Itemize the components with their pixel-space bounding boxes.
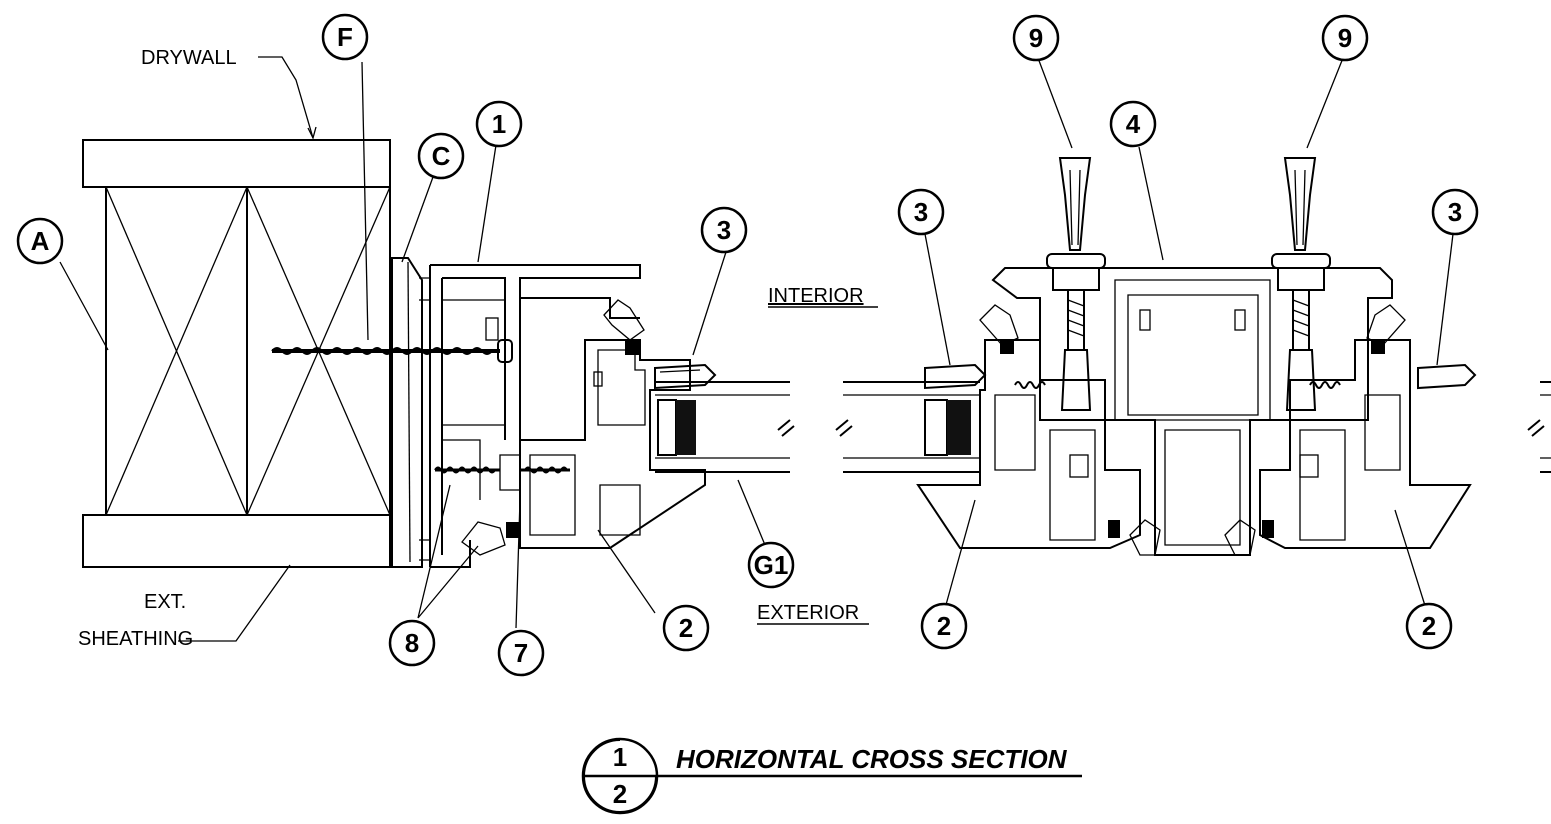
callout-2-mid: 2: [920, 602, 968, 650]
callout-1: 1: [475, 100, 523, 148]
svg-text:F: F: [337, 22, 353, 52]
left-fasteners: [434, 454, 570, 491]
label-interior: INTERIOR: [768, 285, 864, 307]
callout-9-right: 9: [1321, 14, 1369, 62]
callout-C: C: [417, 132, 465, 180]
svg-text:4: 4: [1126, 109, 1141, 139]
detail-number: 1: [613, 742, 627, 772]
callout-F: F: [321, 13, 369, 61]
drywall: [82, 139, 391, 188]
svg-text:7: 7: [514, 638, 528, 668]
section-title: HORIZONTAL CROSS SECTION: [676, 744, 1068, 774]
callout-2-left: 2: [662, 604, 710, 652]
callout-9-left: 9: [1012, 14, 1060, 62]
label-ext: EXT.: [144, 591, 186, 613]
svg-text:2: 2: [937, 611, 951, 641]
leader-lines: [59, 56, 1454, 642]
callout-4: 4: [1109, 100, 1157, 148]
left-glass-stop: [654, 363, 717, 390]
label-sheathing: SHEATHING: [78, 628, 193, 650]
callout-3-mid: 3: [897, 188, 945, 236]
svg-text:3: 3: [1448, 197, 1462, 227]
callout-2-right: 2: [1405, 602, 1453, 650]
left-glazing-adaptor: [519, 339, 706, 549]
label-exterior: EXTERIOR: [757, 602, 859, 624]
mullion-right-adaptor: [1259, 339, 1472, 549]
left-gaskets: [461, 299, 645, 556]
svg-text:C: C: [432, 141, 451, 171]
left-glazing-unit: [655, 381, 795, 473]
callout-7: 7: [497, 629, 545, 677]
label-drywall: DRYWALL: [141, 47, 237, 69]
svg-text:9: 9: [1029, 23, 1043, 53]
callout-8: 8: [388, 619, 436, 667]
svg-text:9: 9: [1338, 23, 1352, 53]
shim: [391, 257, 423, 568]
mullion-glass-stops: [924, 363, 1477, 390]
svg-text:2: 2: [679, 613, 693, 643]
exterior-sheathing: [82, 514, 391, 568]
left-frame-profile: [419, 264, 641, 568]
mullion-screws: [1014, 381, 1341, 389]
right-glazing-unit-right: [1527, 381, 1551, 473]
mullion-left-adaptor: [916, 339, 1141, 549]
callout-A: A: [16, 217, 64, 265]
mullion-profile: [991, 267, 1393, 556]
svg-text:1: 1: [492, 109, 506, 139]
detail-title-block: 1 2 HORIZONTAL CROSS SECTION: [581, 737, 1082, 815]
callout-3-right: 3: [1431, 188, 1479, 236]
anchor-bolt-left: [1046, 157, 1106, 411]
anchor-bolt-right: [1271, 157, 1331, 411]
svg-text:8: 8: [405, 628, 419, 658]
callout-3-left: 3: [700, 206, 748, 254]
svg-text:G1: G1: [754, 550, 789, 580]
callout-G1: G1: [747, 541, 795, 589]
svg-text:3: 3: [914, 197, 928, 227]
svg-text:2: 2: [1422, 611, 1436, 641]
mullion-gaskets: [979, 304, 1406, 556]
svg-text:3: 3: [717, 215, 731, 245]
svg-text:A: A: [31, 226, 50, 256]
right-glazing-unit-left: [835, 381, 980, 473]
sheet-number: 2: [613, 779, 627, 809]
